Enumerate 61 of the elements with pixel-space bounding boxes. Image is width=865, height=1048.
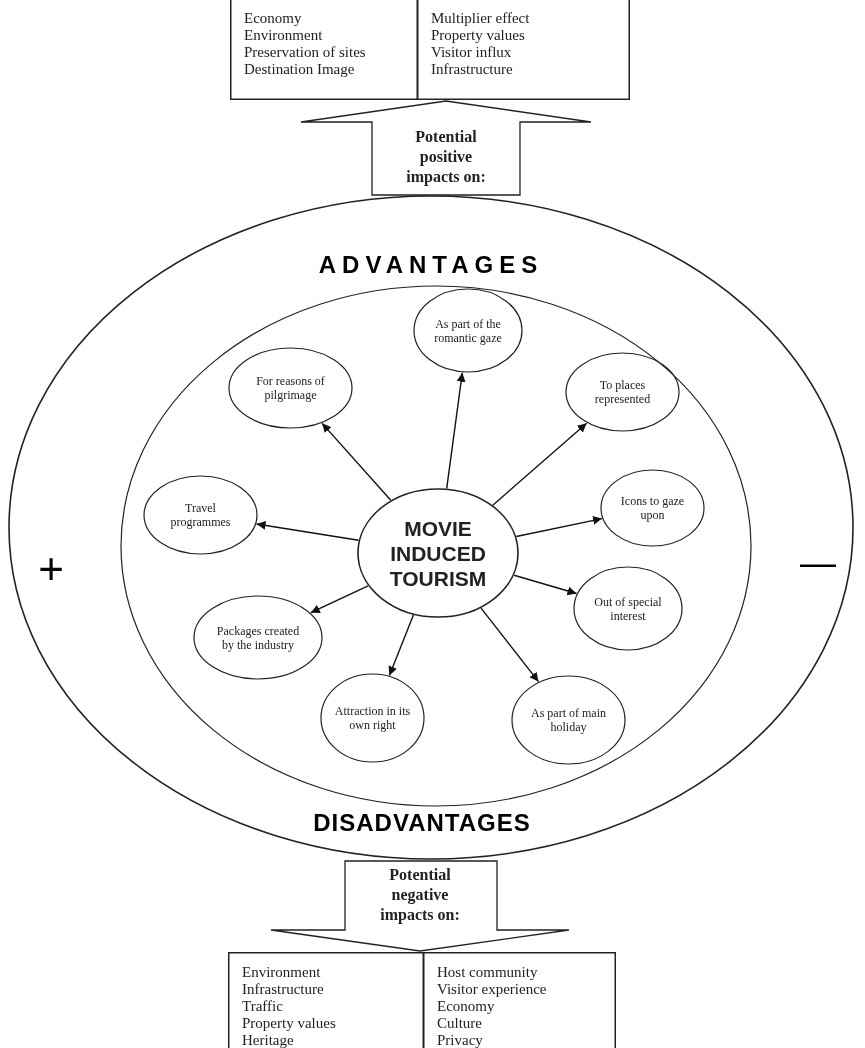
arrow — [321, 422, 392, 501]
center-label: MOVIE INDUCED TOURISM — [388, 515, 488, 591]
ellipse-node — [565, 352, 680, 432]
ellipse-label: Travel programmes — [169, 501, 232, 529]
impact-item: Heritage — [242, 1032, 295, 1048]
ellipse-node — [511, 675, 626, 765]
ring-label: DISADVANTAGES — [313, 811, 531, 835]
impact-item: Preservation of sites — [244, 44, 366, 61]
list-box — [228, 952, 424, 1048]
impact-item: Infrastructure — [242, 981, 325, 998]
ellipse-node — [193, 595, 323, 680]
minus-sign: — — [800, 545, 836, 581]
arrow — [480, 607, 540, 683]
ellipse-label: Packages created by the industry — [215, 623, 301, 652]
arrow — [515, 516, 603, 538]
impact-item: Infrastructure — [431, 61, 514, 78]
list-box — [417, 0, 630, 100]
impact-item: Economy — [437, 998, 496, 1015]
impact-item: Environment — [242, 964, 322, 981]
impact-item: Environment — [244, 27, 324, 44]
ellipse-label: Out of special interest — [593, 594, 663, 623]
ellipse-label: For reasons of pilgrimage — [255, 374, 326, 402]
impact-item: Property values — [431, 27, 526, 44]
impact-item: Culture — [437, 1015, 483, 1032]
impact-item: Property values — [242, 1015, 336, 1032]
arrow — [446, 372, 466, 490]
arrow-label: Potential negative impacts on: — [379, 865, 461, 925]
block-arrow-up — [300, 100, 592, 196]
ring-label: ADVANTAGES — [318, 253, 544, 277]
arrow — [513, 574, 578, 596]
ellipse-label: Icons to gaze upon — [619, 494, 686, 522]
block-arrow-down — [270, 860, 570, 952]
impact-item: Privacy — [437, 1032, 484, 1048]
plus-sign: + — [38, 547, 64, 591]
arrow — [255, 520, 360, 541]
arrow-label: Potential positive impacts on: — [405, 127, 487, 187]
ellipse-node — [143, 475, 258, 555]
impact-item: Destination Image — [244, 61, 356, 78]
ellipse-label: To places represented — [593, 378, 652, 406]
ellipse-label: As part of the romantic gaze — [433, 316, 503, 345]
ellipse-node — [320, 673, 425, 763]
ellipse-label: Attraction in its own right — [334, 704, 411, 732]
arrow — [388, 614, 415, 677]
ellipse-node — [600, 469, 705, 547]
central-ellipse — [357, 488, 519, 618]
arrow — [310, 585, 369, 614]
outer-ellipse — [8, 195, 854, 860]
impact-item: Traffic — [242, 998, 284, 1015]
inner-ellipse — [120, 285, 752, 807]
impact-item: Visitor influx — [431, 44, 513, 61]
impact-item: Visitor experience — [437, 981, 547, 998]
impact-item: Host community — [437, 964, 539, 981]
ellipse-node — [413, 288, 523, 373]
ellipse-node — [228, 347, 353, 429]
impact-item: Economy — [244, 10, 303, 27]
ellipse-node — [573, 566, 683, 651]
list-box — [423, 952, 616, 1048]
impact-item: Multiplier effect — [431, 10, 530, 27]
arrow — [492, 422, 588, 506]
list-box — [230, 0, 418, 100]
ellipse-label: As part of main holiday — [530, 706, 607, 734]
